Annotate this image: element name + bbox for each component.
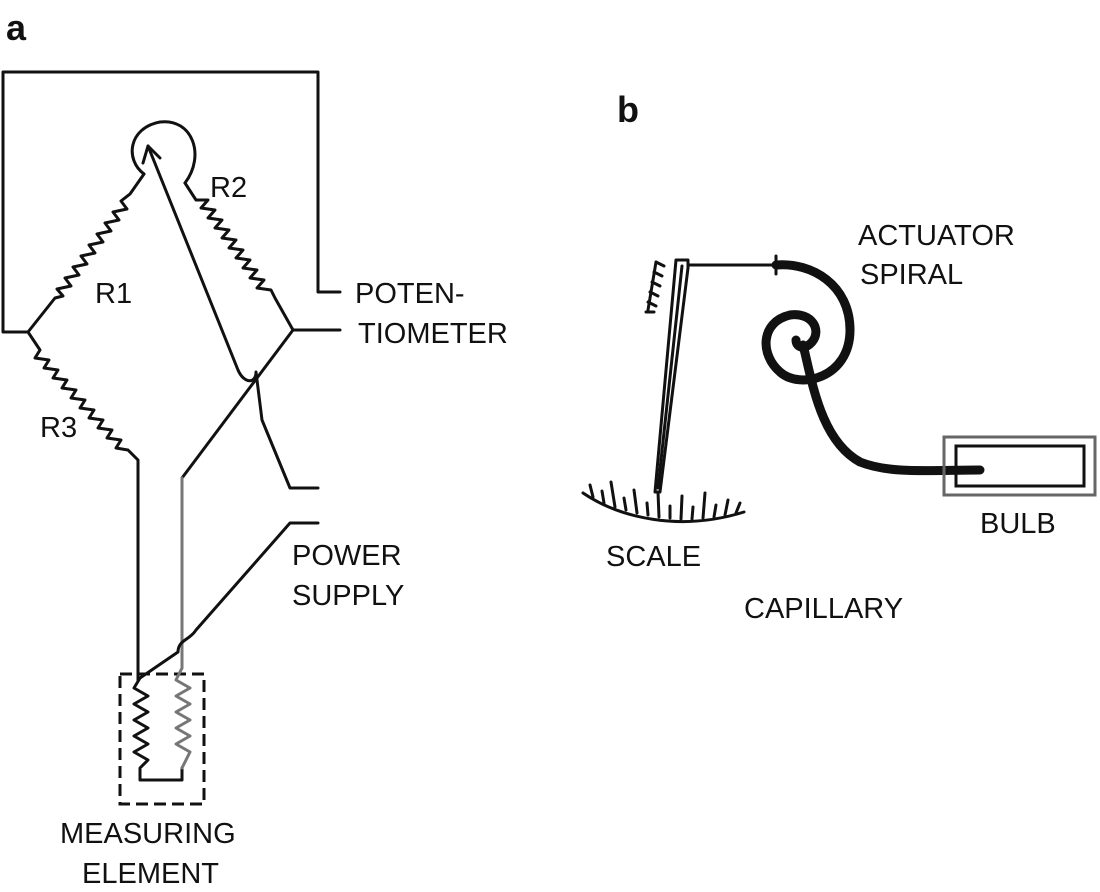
measuring-coil-right <box>174 666 192 770</box>
label-r2: R2 <box>210 172 247 204</box>
bulb-inner <box>954 444 1086 488</box>
scale-arc <box>581 491 746 523</box>
panel-a-letter: a <box>6 7 27 48</box>
wiper-arrowhead <box>141 144 162 165</box>
label-actuator-line2: SPIRAL <box>860 259 963 291</box>
pointer-needle-inner <box>656 264 684 490</box>
label-r1: R1 <box>95 278 132 310</box>
resistor-r2 <box>183 181 295 332</box>
capillary-tube <box>798 340 985 476</box>
label-scale: SCALE <box>606 541 701 573</box>
label-actuator-line1: ACTUATOR <box>858 220 1015 252</box>
panel-b-letter: b <box>617 89 639 130</box>
potentiometer-ring <box>130 120 197 185</box>
power-supply-wire <box>138 521 320 680</box>
label-power-supply-line2: SUPPLY <box>292 580 404 612</box>
bulb-outer <box>942 435 1097 497</box>
measuring-element-box <box>118 672 206 806</box>
label-capillary: CAPILLARY <box>744 593 903 625</box>
measuring-coil-left <box>132 676 184 782</box>
label-power-supply-line1: POWER <box>292 540 402 572</box>
label-potentiometer-line1: POTEN- <box>355 278 465 310</box>
scale-ticks <box>588 480 742 521</box>
actuator-spiral <box>761 260 855 385</box>
label-measuring-element-line1: MEASURING <box>60 818 236 850</box>
label-measuring-element-line2: ELEMENT <box>82 858 219 890</box>
label-potentiometer-line2: TIOMETER <box>358 318 508 350</box>
label-r3: R3 <box>40 412 77 444</box>
resistor-r3 <box>26 330 140 682</box>
label-bulb: BULB <box>980 508 1056 540</box>
wiper-line <box>146 144 320 490</box>
pivot-hatch <box>644 260 666 314</box>
bridge-lead-wire <box>180 328 295 480</box>
outer-loop-wire <box>1 70 342 334</box>
resistor-r1 <box>26 172 146 334</box>
